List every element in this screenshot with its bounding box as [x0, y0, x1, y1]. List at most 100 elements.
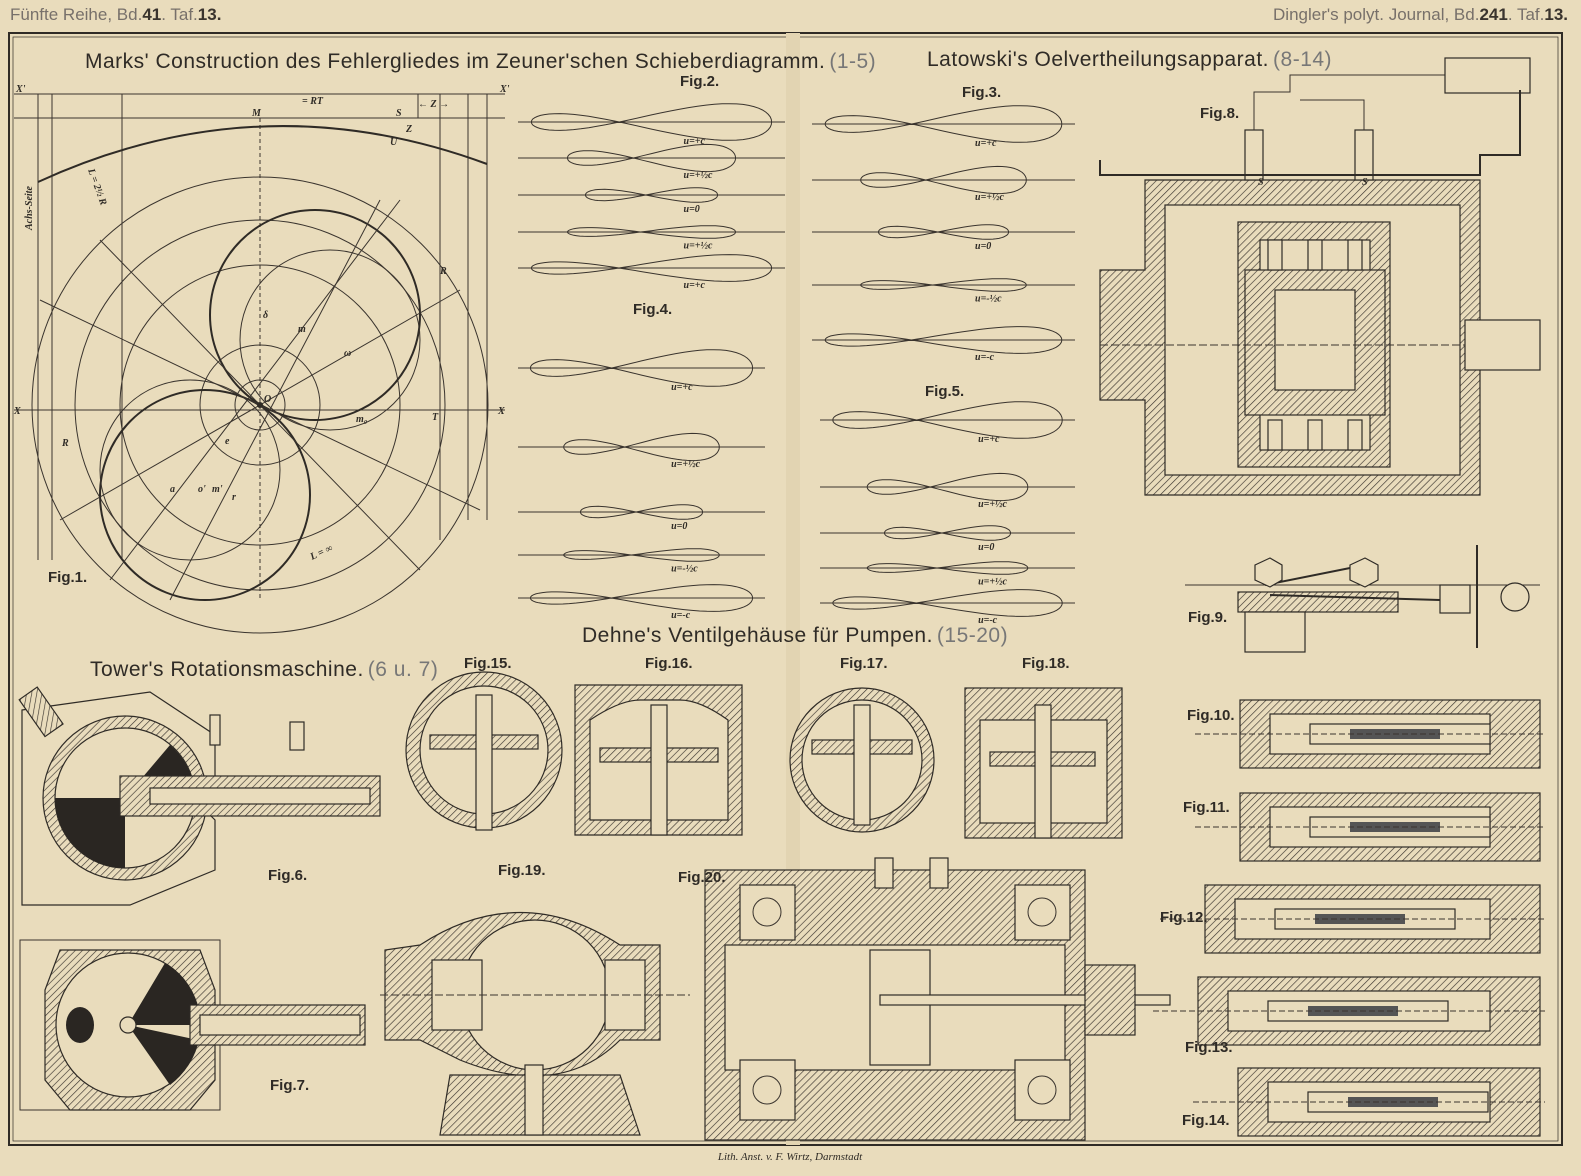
svg-text:X': X' — [499, 84, 510, 95]
slide-loop-curve — [866, 561, 1029, 575]
fig10-14-slide-valves: Fig.10. Fig.11. Fig.12. Fig.13. Fig.14. — [1153, 699, 1545, 1137]
plate-inner-border — [12, 36, 1559, 1142]
curve-label: u=0 — [684, 204, 700, 215]
fig15-valve-housing: Fig.15. — [405, 655, 563, 831]
svg-text:U: U — [390, 137, 398, 148]
slide-loop-curve — [566, 143, 737, 173]
curve-label: u=0 — [978, 542, 994, 553]
fig-label: Fig.14. — [1182, 1112, 1230, 1129]
fig7-rotary-engine-section: Fig.7. — [19, 939, 366, 1111]
svg-text:Fig.17.: Fig.17. — [840, 655, 888, 672]
curve-label: u=+½c — [978, 499, 1007, 510]
fig-label: Fig.11. — [1183, 799, 1230, 816]
fig1-zeuner-diagram: X' X' X X M = RT S U Z ← Z → R R δ ω O m… — [13, 84, 510, 634]
page-fold — [786, 33, 800, 1145]
svg-text:M: M — [251, 108, 262, 119]
fig20-pump-section: Fig.20. — [678, 857, 1171, 1141]
slide-loop-curve — [530, 103, 773, 141]
fig18-valve-housing: Fig.18. — [964, 655, 1123, 839]
svg-text:X': X' — [15, 84, 26, 95]
slide-loop-curve — [860, 165, 1027, 195]
slide-valve-fig11: Fig.11. — [1183, 792, 1545, 862]
fig9-oil-distributor-detail: Fig.9. — [1185, 545, 1540, 653]
svg-text:Fig.16.: Fig.16. — [645, 655, 693, 672]
fig8-oil-distributor: S S Fig.8. — [1099, 57, 1541, 496]
fig-label: Fig.2. — [680, 73, 719, 90]
svg-text:T: T — [432, 412, 439, 423]
curve-label: u=-½c — [975, 294, 1002, 305]
svg-text:m₀: m₀ — [356, 414, 368, 425]
slide-loop-curve — [883, 525, 1012, 541]
curve-label: u=-½c — [671, 564, 698, 575]
slide-loop-curve — [832, 589, 1063, 617]
slide-loop-curve — [824, 105, 1063, 143]
svg-text:o': o' — [198, 484, 206, 495]
loop-figures: Fig.2. u=+c u=+½c u=0 u=+½c u=+c Fig.3. u=+c u=+… — [518, 73, 1075, 626]
svg-text:e: e — [225, 436, 230, 447]
curve-label: u=+½c — [684, 241, 713, 252]
svg-text:X: X — [497, 406, 505, 417]
fig16-valve-housing: Fig.16. — [574, 655, 743, 836]
svg-text:L = ∞: L = ∞ — [308, 543, 335, 563]
slide-valve-fig10: Fig.10. — [1187, 699, 1545, 769]
curve-label: u=-c — [975, 352, 995, 363]
slide-loop-curve — [563, 432, 720, 462]
svg-text:Fig.18.: Fig.18. — [1022, 655, 1070, 672]
svg-text:a: a — [170, 484, 175, 495]
loop-figure-2: Fig.2.u=+cu=+½cu=0u=+½cu=+c — [518, 73, 785, 291]
svg-text:r: r — [232, 492, 236, 503]
curve-label: u=0 — [975, 241, 991, 252]
loop-figure-5: Fig.5.u=+cu=+½cu=0u=+½cu=-c — [820, 383, 1075, 626]
svg-text:X: X — [13, 406, 21, 417]
slide-loop-curve — [529, 349, 754, 387]
slide-loop-curve — [579, 504, 704, 520]
slide-loop-curve — [529, 584, 754, 612]
fig19-pump-housing: Fig.19. — [380, 862, 690, 1136]
title-dehne: Dehne's Ventilgehäuse für Pumpen.(15-20) — [582, 624, 1008, 647]
svg-text:δ: δ — [263, 310, 268, 321]
fig6-rotary-engine: Fig.6. — [18, 686, 381, 906]
slide-loop-curve — [866, 472, 1029, 502]
slide-valve-fig14: Fig.14. — [1182, 1067, 1545, 1137]
header-left: Fünfte Reihe, Bd.41. Taf.13. — [10, 5, 221, 24]
curve-label: u=+½c — [978, 577, 1007, 588]
slide-loop-curve — [860, 278, 1027, 292]
svg-text:S: S — [1258, 177, 1264, 188]
fig17-valve-housing: Fig.17. — [789, 655, 935, 833]
fig-label: Fig.3. — [962, 84, 1001, 101]
loop-figure-4: Fig.4.u=+cu=+½cu=0u=-½cu=-c — [518, 301, 765, 621]
slide-loop-curve — [563, 548, 720, 562]
svg-text:S: S — [1362, 177, 1368, 188]
svg-text:Z: Z — [405, 124, 412, 135]
svg-text:Fig.6.: Fig.6. — [268, 867, 307, 884]
curve-label: u=+c — [684, 136, 706, 147]
curve-label: u=-c — [978, 615, 998, 626]
title-latowski: Latowski's Oelvertheilungsapparat.(8-14) — [927, 48, 1332, 71]
svg-text:Fig.20.: Fig.20. — [678, 869, 726, 886]
curve-label: u=0 — [671, 521, 687, 532]
slide-loop-curve — [877, 224, 1010, 240]
svg-text:m: m — [298, 324, 306, 335]
curve-label: u=-c — [671, 610, 691, 621]
svg-text:← Z →: ← Z → — [418, 99, 449, 110]
curve-label: u=+½c — [975, 192, 1004, 203]
slide-valve-fig12: Fig.12. — [1160, 884, 1545, 954]
slide-loop-curve — [824, 326, 1063, 354]
slide-loop-curve — [530, 254, 773, 282]
fig-label: Fig.4. — [633, 301, 672, 318]
plate-border — [8, 32, 1563, 1146]
svg-text:Fig.7.: Fig.7. — [270, 1077, 309, 1094]
slide-loop-curve — [832, 401, 1063, 439]
svg-text:Fig.19.: Fig.19. — [498, 862, 546, 879]
curve-label: u=+c — [975, 138, 997, 149]
fig-label: Fig.10. — [1187, 707, 1235, 724]
footer-lithographer: Lith. Anst. v. F. Wirtz, Darmstadt — [717, 1151, 863, 1163]
svg-text:R: R — [439, 266, 447, 277]
svg-text:ω: ω — [344, 348, 351, 359]
svg-text:Fig.15.: Fig.15. — [464, 655, 512, 672]
slide-valve-fig13: Fig.13. — [1153, 976, 1545, 1056]
svg-text:Fig.8.: Fig.8. — [1200, 105, 1239, 122]
slide-loop-curve — [584, 187, 719, 203]
curve-label: u=+c — [684, 280, 706, 291]
